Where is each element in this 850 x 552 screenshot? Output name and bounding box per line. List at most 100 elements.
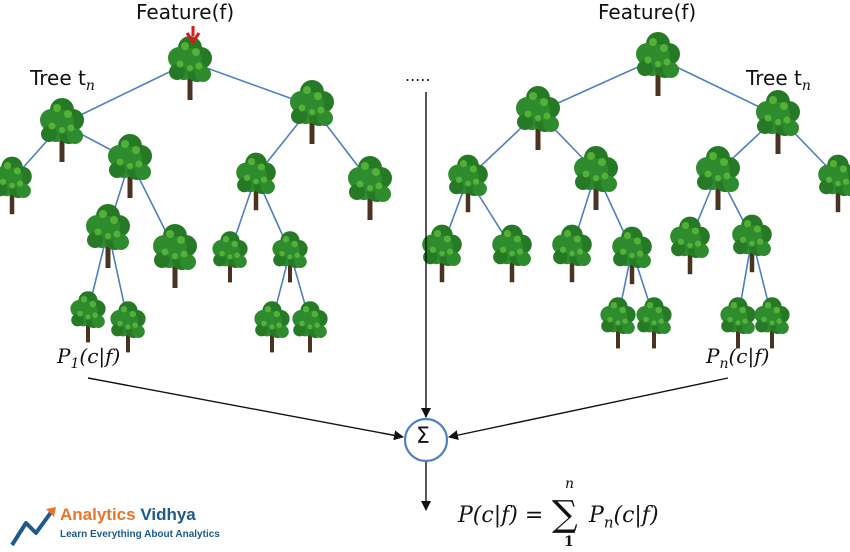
foliage-highlight [776,318,782,324]
foliage [16,183,31,198]
formula-sum-bottom: 1 [564,534,574,550]
foliage-highlight [499,246,507,253]
trunk [439,251,445,283]
foliage [721,319,734,333]
foliage [842,181,850,196]
foliage-highlight [135,160,143,168]
foliage-highlight [282,236,290,243]
foliage-highlight [509,250,515,257]
foliage-highlight [563,230,572,238]
foliage-highlight [172,253,178,259]
foliage-highlight [9,182,15,189]
right-tree-node-a2b1 [600,297,636,349]
right-tree-node-a1b [492,224,532,283]
trunk [655,62,661,96]
foliage [575,174,591,190]
foliage [113,234,129,250]
right-tree-node-b1a [670,216,710,275]
foliage-highlight [753,225,761,233]
foliage [109,162,125,178]
foliage-highlight [769,96,777,104]
foliage [260,179,275,194]
foliage-highlight [187,65,193,71]
foliage-highlight [459,160,468,168]
foliage-highlight [161,248,169,256]
left-tree-node-b1b [272,231,308,283]
left-tree-node-b2 [348,156,392,220]
foliage-highlight [273,310,280,318]
right-tree-node-a1a [422,224,462,283]
foliage-highlight [110,216,118,224]
trunk [749,241,755,273]
foliage-highlight [257,163,265,171]
foliage-highlight [356,180,364,188]
trunk [59,128,65,162]
foliage-highlight [303,86,311,94]
foliage-highlight [839,165,847,173]
foliage-highlight [687,242,693,249]
foliage [67,128,83,144]
foliage [71,313,84,327]
foliage [757,118,773,134]
right-tree-node-b1b1 [720,297,756,349]
foliage [517,114,533,130]
foliage-highlight [446,248,454,255]
foliage [658,321,671,334]
foliage [237,177,252,193]
trunk [652,321,656,349]
foliage [317,110,333,126]
trunk [288,255,292,283]
arrow-from-tree-n [448,377,729,441]
tree-label-left: Tree tn [30,66,95,94]
foliage-highlight [576,248,584,255]
foliage-highlight [48,122,56,130]
foliage [613,251,628,267]
foliage [663,62,679,78]
foliage-highlight [651,320,657,326]
foliage-highlight [469,165,477,173]
logo-title: Analytics Vidhya [60,505,196,524]
foliage-highlight [709,152,717,160]
right-tree-node-a2b2 [636,297,672,349]
foliage-highlight [622,318,628,324]
feature-label-right: Feature(f) [598,0,697,24]
foliage-highlight [842,178,850,185]
left-tree-edge-root-a [61,61,191,125]
foliage [449,179,464,195]
foliage-highlight [298,104,306,112]
trunk [593,176,599,210]
foliage-highlight [120,306,128,313]
foliage [576,251,591,266]
right-tree-node-b [756,90,800,154]
foliage-highlight [691,227,699,235]
foliage-highlight [77,310,83,317]
foliage [723,176,739,192]
foliage-highlight [3,162,12,170]
foliage-highlight [773,306,780,314]
foliage [273,253,286,267]
formula-sum-symbol: ∑ [552,494,578,535]
trunk [9,183,15,215]
foliage-highlight [607,316,613,323]
tree-nodes [0,32,850,353]
foliage-highlight [761,316,767,323]
foliage [601,319,614,333]
foliage-highlight [116,158,124,166]
feature-input-arrow [185,26,201,45]
foliage [516,251,531,266]
foliage [213,253,226,267]
left-tree-node-a2b [153,224,197,288]
foliage [349,184,365,200]
trunk [86,315,90,343]
ensemble-formula: P(c|f) = [458,503,544,528]
foliage [543,116,559,132]
foliage-highlight [636,250,644,257]
sum-symbol: Σ [416,424,430,449]
foliage [169,64,185,80]
left-tree-node-a1 [0,156,32,215]
sum-node-circle [403,417,449,463]
foliage-highlight [361,162,369,170]
foliage-highlight [516,248,524,255]
foliage-highlight [132,146,140,154]
foliage-highlight [443,235,451,243]
